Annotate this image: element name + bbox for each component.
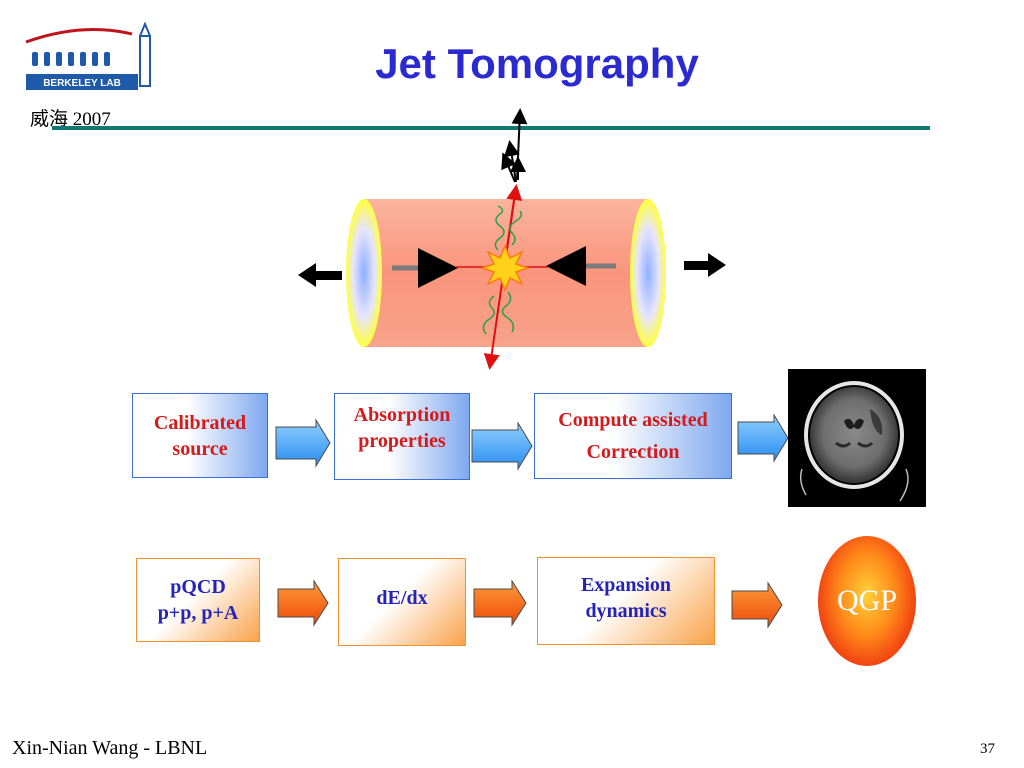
qgp-bubble: QGP bbox=[818, 536, 916, 666]
flow-arrow-top-3 bbox=[737, 413, 789, 463]
qgp-label: QGP bbox=[836, 584, 897, 617]
flow-bottom-box-expansion: Expansion dynamics bbox=[537, 557, 715, 645]
gluon-radiation-top bbox=[494, 205, 505, 251]
expansion-left-arrow bbox=[298, 263, 342, 287]
flow-bottom-box-line: dE/dx bbox=[376, 587, 428, 609]
title-divider bbox=[52, 126, 930, 130]
flow-bottom-box-line: p+p, p+A bbox=[157, 602, 239, 624]
flow-top-box-line: Correction bbox=[586, 441, 680, 463]
flow-arrow-bottom-3 bbox=[731, 581, 783, 629]
flow-bottom-box-dedx: dE/dx bbox=[338, 558, 466, 646]
flow-top-box-compute: Compute assisted Correction bbox=[534, 393, 732, 479]
cylinder-right-cap bbox=[630, 199, 666, 347]
logo-caption: 威海 2007 bbox=[30, 109, 111, 130]
logo-text: BERKELEY LAB bbox=[43, 78, 121, 89]
flow-arrow-top-2 bbox=[471, 421, 533, 471]
flow-arrow-bottom-1 bbox=[277, 579, 329, 627]
flow-top-box-calibrated-source: Calibrated source bbox=[132, 393, 268, 478]
ct-brain-scan-image bbox=[788, 369, 926, 507]
collision-burst-icon bbox=[479, 244, 531, 292]
footer-author: Xin-Nian Wang - LBNL bbox=[12, 737, 208, 759]
expansion-right-arrow bbox=[684, 253, 726, 277]
flow-bottom-box-line: dynamics bbox=[585, 600, 667, 622]
flow-top-box-line: Compute assisted bbox=[558, 409, 708, 431]
flow-top-box-line: Calibrated bbox=[153, 411, 247, 434]
flow-bottom-box-pqcd: pQCD p+p, p+A bbox=[136, 558, 260, 642]
gluon-radiation-bottom bbox=[482, 295, 495, 335]
flow-arrow-top-1 bbox=[275, 418, 331, 468]
flow-top-box-line: Absorption bbox=[353, 404, 451, 426]
flow-bottom-box-line: pQCD bbox=[170, 576, 226, 598]
slide-number: 37 bbox=[980, 741, 995, 757]
flow-top-box-line: properties bbox=[358, 430, 446, 452]
flow-bottom-box-line: Expansion bbox=[580, 574, 672, 596]
page-title: Jet Tomography bbox=[375, 40, 699, 87]
flow-top-box-absorption: Absorption properties bbox=[334, 393, 470, 480]
cylinder-left-cap bbox=[346, 199, 382, 347]
flow-arrow-bottom-2 bbox=[473, 579, 527, 627]
flow-top-box-line: source bbox=[172, 437, 228, 460]
berkeley-lab-logo: BERKELEY LAB bbox=[25, 22, 151, 90]
